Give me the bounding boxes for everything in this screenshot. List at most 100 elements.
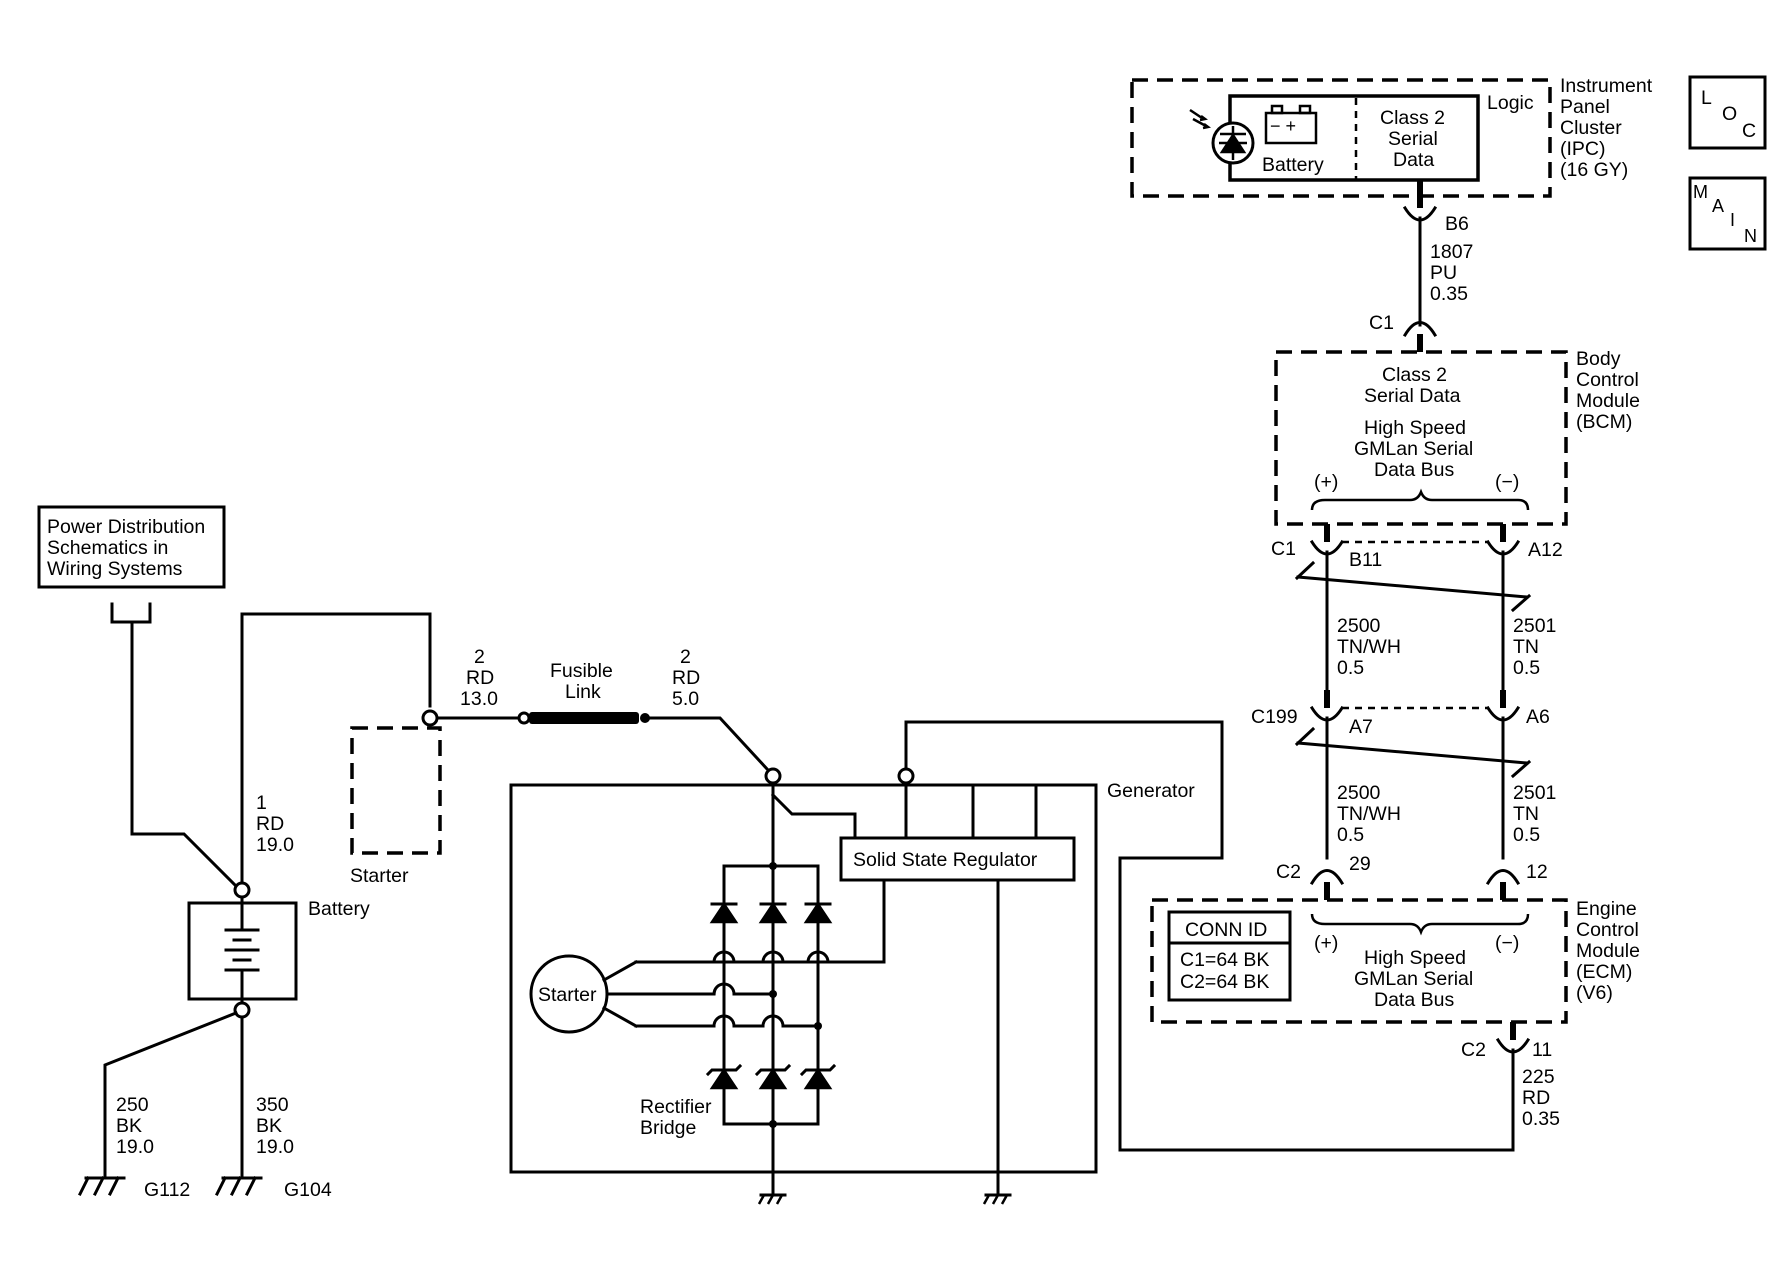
wire-1-gauge: 19.0 <box>256 834 294 856</box>
wire-2b-circuit: 2 <box>680 646 691 668</box>
ipc-title-line-3: Cluster <box>1560 117 1622 139</box>
wire-2500b-circuit: 2500 <box>1337 782 1381 804</box>
conn-id-line-1: C1=64 BK <box>1180 949 1269 971</box>
main-letter-m: M <box>1693 182 1708 202</box>
wire-2b-gauge: 5.0 <box>672 688 699 710</box>
wire-1807-color: PU <box>1430 262 1457 284</box>
ipc-battery-signs: − + <box>1270 116 1296 136</box>
wire-250-gauge: 19.0 <box>116 1136 154 1158</box>
wire-2501b-gauge: 0.5 <box>1513 824 1540 846</box>
power-dist-line-3: Wiring Systems <box>47 558 183 580</box>
battery-symbol-icon: − + <box>1264 104 1318 145</box>
battery-indicator-icon <box>1189 108 1255 165</box>
bcm-class2-line-1: Class 2 <box>1382 364 1447 386</box>
ecm-bus-line-3: Data Bus <box>1374 989 1454 1011</box>
ecm-title-line-3: Module <box>1576 940 1640 962</box>
wire-2501a-circuit: 2501 <box>1513 615 1556 637</box>
battery-component: Battery 1 RD 19.0 <box>187 612 432 1019</box>
battery-label: Battery <box>308 898 370 920</box>
power-dist-wire <box>130 620 241 891</box>
fusible-link-line-1: Fusible <box>550 660 613 682</box>
ipc-serial-line-2: Serial <box>1388 128 1438 150</box>
ecm-module: (+) (−) High Speed GMLan Serial Data Bus… <box>1150 898 1640 1024</box>
pin-b11-label: B11 <box>1349 549 1382 571</box>
conn-c199-label: C199 <box>1251 706 1298 728</box>
ecm-bus-line-1: High Speed <box>1364 947 1466 969</box>
conn-c2-out-label: C2 <box>1461 1039 1486 1061</box>
ground-g112-label: G112 <box>144 1179 190 1201</box>
wire-350-circuit: 350 <box>256 1094 289 1116</box>
pin-a6-label: A6 <box>1526 706 1550 728</box>
ipc-serial-line-1: Class 2 <box>1380 107 1445 129</box>
main-letter-i: I <box>1730 210 1735 230</box>
wire-225-color: RD <box>1522 1087 1550 1109</box>
pin-12-label: 12 <box>1526 861 1548 883</box>
wire-2500a-gauge: 0.5 <box>1337 657 1364 679</box>
ecm-title-line-2: Control <box>1576 919 1639 941</box>
bcm-title-line-4: (BCM) <box>1576 411 1632 433</box>
wire-2501a-gauge: 0.5 <box>1513 657 1540 679</box>
wire-1-circuit: 1 <box>256 792 267 814</box>
fusible-link-line-2: Link <box>565 681 601 703</box>
power-distribution-ref[interactable]: Power Distribution Schematics in Wiring … <box>37 505 226 624</box>
loc-letter-o: O <box>1722 103 1737 125</box>
conn-id-line-2: C2=64 BK <box>1180 971 1269 993</box>
power-dist-line-1: Power Distribution <box>47 516 205 538</box>
bcm-title-line-2: Control <box>1576 369 1639 391</box>
ipc-title-line-4: (IPC) <box>1560 138 1606 160</box>
main-letter-a: A <box>1712 196 1724 216</box>
bcm-minus-label: (−) <box>1495 471 1519 493</box>
wire-225-gauge: 0.35 <box>1522 1108 1560 1130</box>
wire-1807-gauge: 0.35 <box>1430 283 1468 305</box>
conn-c1-bcm-bottom-label: C1 <box>1271 538 1296 560</box>
bcm-title-line-3: Module <box>1576 390 1640 412</box>
wire-2a-gauge: 13.0 <box>460 688 498 710</box>
ipc-title-line-2: Panel <box>1560 96 1610 118</box>
ecm-title-line-1: Engine <box>1576 898 1637 920</box>
bcm-bus-line-2: GMLan Serial <box>1354 438 1473 460</box>
starter-component: Starter <box>350 709 442 887</box>
wire-2500b-color: TN/WH <box>1337 803 1401 825</box>
regulator-label: Solid State Regulator <box>853 849 1038 871</box>
wire-2500a-color: TN/WH <box>1337 636 1401 658</box>
wire-1807: B6 1807 PU 0.35 C1 <box>1369 180 1473 352</box>
starter-label: Starter <box>350 865 409 887</box>
bcm-module: Class 2 Serial Data High Speed GMLan Ser… <box>1274 348 1640 526</box>
wire-2500a-circuit: 2500 <box>1337 615 1381 637</box>
ipc-battery-label: Battery <box>1262 154 1324 176</box>
wire-2b-color: RD <box>672 667 700 689</box>
bcm-plus-label: (+) <box>1314 471 1338 493</box>
main-nav-button[interactable]: M A I N <box>1688 176 1767 251</box>
wire-350-gauge: 19.0 <box>256 1136 294 1158</box>
wire-2a-circuit: 2 <box>474 646 485 668</box>
wire-225-circuit: 225 <box>1522 1066 1555 1088</box>
wire-250-color: BK <box>116 1115 142 1137</box>
fusible-link: Fusible Link 2 RD 13.0 2 RD 5.0 <box>435 646 771 773</box>
generator-grounds <box>757 1193 1012 1205</box>
rectifier-line-1: Rectifier <box>640 1096 712 1118</box>
wire-225: C2 11 225 RD 0.35 <box>904 720 1560 1152</box>
main-letter-n: N <box>1744 226 1757 246</box>
ipc-serial-line-3: Data <box>1393 149 1434 171</box>
ecm-plus-label: (+) <box>1314 932 1338 954</box>
rectifier-line-2: Bridge <box>640 1117 696 1139</box>
wire-2a-color: RD <box>466 667 494 689</box>
conn-c1-bcm-top-label: C1 <box>1369 312 1394 334</box>
pin-11-label: 11 <box>1532 1039 1552 1061</box>
wire-2501b-color: TN <box>1513 803 1539 825</box>
ground-g104-label: G104 <box>284 1179 332 1201</box>
conn-id-title: CONN ID <box>1185 919 1267 941</box>
wire-1807-circuit: 1807 <box>1430 241 1473 263</box>
conn-c2-ecm-label: C2 <box>1276 861 1301 883</box>
ipc-logic-label: Logic <box>1487 92 1534 114</box>
gmlan-wires: C1 B11 A12 2500 TN/WH 0.5 2501 TN 0.5 C1… <box>1251 524 1563 900</box>
ipc-title-line-1: Instrument <box>1560 75 1653 97</box>
ipc-module: − + Battery Class 2 Serial Data Logic In… <box>1130 75 1653 198</box>
loc-nav-button[interactable]: L O C <box>1688 75 1767 150</box>
generator-component: Generator Solid State Regulator Rectifie… <box>509 767 1195 1197</box>
wire-2501a-color: TN <box>1513 636 1539 658</box>
ipc-title-line-5: (16 GY) <box>1560 159 1628 181</box>
bcm-title-line-1: Body <box>1576 348 1621 370</box>
ecm-title-line-5: (V6) <box>1576 982 1613 1004</box>
stator-label: Starter <box>538 984 597 1006</box>
